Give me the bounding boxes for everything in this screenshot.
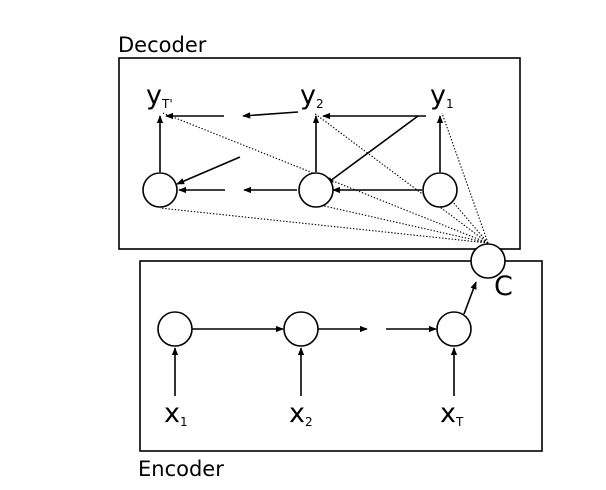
output-label-y2: y2 (300, 80, 324, 111)
decoder-node-3 (422, 172, 458, 208)
input-label-xT: xT (440, 398, 464, 429)
dotted-line-to-dec-node-2 (319, 204, 489, 244)
decoder-title: Decoder (118, 33, 207, 57)
encoder-node-2 (283, 311, 319, 347)
context-node (470, 243, 506, 279)
context-label: C (494, 271, 513, 302)
decoder-node-2 (298, 172, 334, 208)
decoder-arrows (156, 111, 444, 194)
dotted-line-to-y1 (441, 112, 489, 244)
arrow-encT-to-context (463, 281, 477, 315)
decoder-node-1 (142, 172, 178, 208)
arrow-feedback-segment (242, 111, 299, 119)
input-label-x1: x1 (164, 398, 188, 429)
encoder-node-3 (436, 311, 472, 347)
decoder-frame (118, 57, 521, 250)
decoder-outputs: yT' y2 y1 (146, 80, 454, 111)
output-label-y1: y1 (430, 80, 454, 111)
arrow-y1-to-dec2 (325, 115, 419, 185)
dotted-line-to-dec-node-3 (451, 200, 489, 244)
dotted-line-to-yT (162, 112, 489, 244)
input-label-x2: x2 (289, 398, 313, 429)
encoder-node-1 (157, 311, 193, 347)
output-label-yT: yT' (146, 80, 173, 111)
encoder-arrows (171, 281, 477, 396)
encoder-title: Encoder (138, 457, 224, 481)
encoder-frame (139, 260, 543, 452)
arrow-diag-to-dec1 (176, 156, 241, 185)
encoder-inputs: x1 x2 xT (164, 398, 464, 429)
dotted-line-to-y2 (313, 112, 489, 244)
dotted-line-to-dec-node-1 (159, 207, 489, 244)
context-dotted-lines (159, 112, 489, 244)
